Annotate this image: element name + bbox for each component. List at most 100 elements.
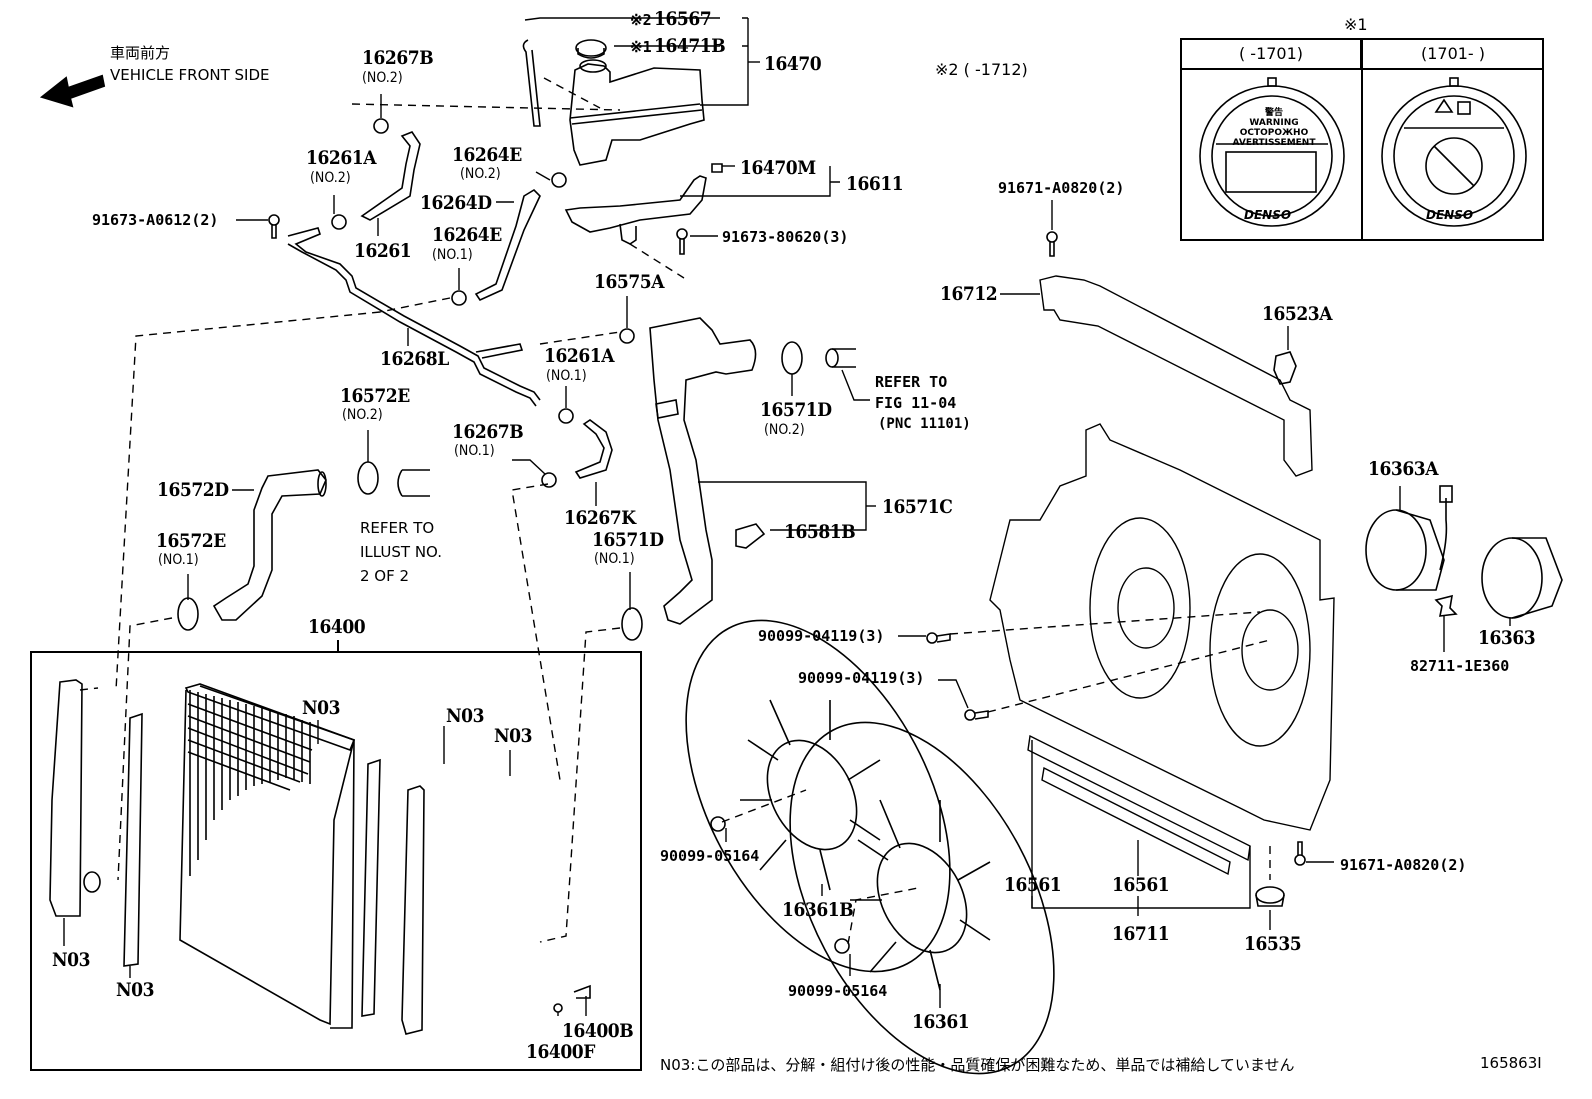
callout-16571D-no2[interactable]: 16571D bbox=[760, 399, 832, 421]
callout-16575A[interactable]: 16575A bbox=[594, 271, 665, 293]
callout-91671-A0820-top[interactable]: 91671-A0820(2) bbox=[998, 179, 1125, 197]
inset-header-after-1701: (1701- ) bbox=[1362, 40, 1544, 70]
direction-label-jp: 車両前方 bbox=[110, 44, 171, 62]
callout-16267B-no1[interactable]: 16267B bbox=[452, 421, 524, 443]
callout-16572E-no2[interactable]: 16572E bbox=[340, 385, 410, 407]
callout-16264E-no1[interactable]: 16264E bbox=[432, 224, 502, 246]
callout-16571C[interactable]: 16571C bbox=[882, 496, 953, 518]
callout-N03-core[interactable]: N03 bbox=[302, 697, 341, 719]
callout-16361[interactable]: 16361 bbox=[912, 1011, 970, 1033]
fan-motor-16363A bbox=[1365, 485, 1453, 591]
callout-90099-04119-b[interactable]: 90099-04119(3) bbox=[798, 669, 925, 687]
callout-16363[interactable]: 16363 bbox=[1478, 627, 1536, 649]
reservoir-bracket-16611 bbox=[564, 175, 707, 245]
qualifier-16571D-no2: (NO.2) bbox=[764, 422, 805, 438]
callout-16567[interactable]: 16567 bbox=[654, 8, 712, 30]
callout-N03-seal-left[interactable]: N03 bbox=[116, 979, 155, 1001]
callout-16572E-no1[interactable]: 16572E bbox=[156, 530, 226, 552]
fan-16361B bbox=[685, 619, 951, 973]
callout-90099-05164-a[interactable]: 90099-05164 bbox=[660, 847, 760, 865]
callout-16361B[interactable]: 16361B bbox=[782, 899, 854, 921]
callout-16471B[interactable]: 16471B bbox=[654, 35, 726, 57]
callout-16267K[interactable]: 16267K bbox=[564, 507, 636, 529]
inset-divider bbox=[1361, 40, 1363, 240]
callout-N03-tank-right[interactable]: N03 bbox=[494, 725, 533, 747]
qualifier-16264E-no1: (NO.1) bbox=[432, 247, 473, 263]
callout-16711[interactable]: 16711 bbox=[1112, 923, 1170, 945]
cap-warning-text-2: WARNING bbox=[1249, 118, 1299, 128]
radiator-cap-illustrations bbox=[1199, 77, 1527, 227]
callout-16572D[interactable]: 16572D bbox=[157, 479, 229, 501]
cap-brand-new: DENSO bbox=[1426, 208, 1474, 222]
mark-1: ※1 bbox=[630, 38, 652, 56]
fan-shroud-16711 bbox=[989, 423, 1335, 876]
fan-motor-16363 bbox=[1481, 537, 1563, 619]
callout-16561-b[interactable]: 16561 bbox=[1112, 874, 1170, 896]
callout-16535[interactable]: 16535 bbox=[1244, 933, 1302, 955]
refer-fig-line-1[interactable]: REFER TO bbox=[875, 373, 948, 391]
inset-title: ※1 bbox=[1344, 15, 1368, 34]
callout-16268L[interactable]: 16268L bbox=[380, 348, 449, 370]
callout-16261A-no2[interactable]: 16261A bbox=[306, 147, 377, 169]
qualifier-16267B-no2: (NO.2) bbox=[362, 70, 403, 86]
vehicle-front-arrow-icon bbox=[39, 74, 106, 108]
cap-warning-text-4: AVERTISSEMENT bbox=[1232, 138, 1316, 148]
callout-16470M[interactable]: 16470M bbox=[740, 157, 816, 179]
clip-82711-1E360 bbox=[1434, 594, 1458, 617]
callout-16581B[interactable]: 16581B bbox=[784, 521, 856, 543]
callout-91673-A0612[interactable]: 91673-A0612(2) bbox=[92, 211, 219, 229]
callout-16261A-no1[interactable]: 16261A bbox=[544, 345, 615, 367]
hose-16571C bbox=[649, 317, 757, 625]
hose-16264D bbox=[474, 188, 541, 302]
refer-illust-line-1[interactable]: REFER TO bbox=[360, 519, 435, 537]
callout-90099-04119-a[interactable]: 90099-04119(3) bbox=[758, 627, 885, 645]
bolts bbox=[268, 163, 1306, 954]
direction-label-en: VEHICLE FRONT SIDE bbox=[110, 66, 270, 84]
callout-16523A[interactable]: 16523A bbox=[1262, 303, 1333, 325]
callout-16264D[interactable]: 16264D bbox=[420, 192, 492, 214]
footnote-ref-2: ※2 ( -1712) bbox=[935, 60, 1028, 79]
refer-illust-line-3[interactable]: 2 OF 2 bbox=[360, 567, 410, 585]
pipe-16268L bbox=[287, 227, 541, 407]
illustration-id: 165863I bbox=[1480, 1054, 1542, 1072]
callout-16561-a[interactable]: 16561 bbox=[1004, 874, 1062, 896]
callout-16267B-no2[interactable]: 16267B bbox=[362, 47, 434, 69]
callout-16712[interactable]: 16712 bbox=[940, 283, 998, 305]
callout-16611[interactable]: 16611 bbox=[846, 173, 904, 195]
callout-16571D-no1[interactable]: 16571D bbox=[592, 529, 664, 551]
qualifier-16264E-no2: (NO.2) bbox=[460, 166, 501, 182]
refer-fig-line-3[interactable]: (PNC 11101) bbox=[878, 416, 971, 432]
qualifier-16572E-no2: (NO.2) bbox=[342, 407, 383, 423]
cap-warning-old-icon bbox=[1199, 77, 1345, 227]
refer-fig-line-2[interactable]: FIG 11-04 bbox=[875, 394, 957, 412]
inset-header-before-1701: ( -1701) bbox=[1182, 40, 1362, 70]
callout-16264E-no2[interactable]: 16264E bbox=[452, 144, 522, 166]
callout-16400F[interactable]: 16400F bbox=[526, 1041, 595, 1063]
hose-16267K bbox=[574, 419, 613, 479]
callout-90099-05164-b[interactable]: 90099-05164 bbox=[788, 982, 888, 1000]
callout-N03-tank-left[interactable]: N03 bbox=[52, 949, 91, 971]
callout-82711-1E360[interactable]: 82711-1E360 bbox=[1410, 657, 1510, 675]
callout-16400[interactable]: 16400 bbox=[308, 616, 366, 638]
qualifier-16267B-no1: (NO.1) bbox=[454, 443, 495, 459]
radiator-cap-variant-table: ( -1701) (1701- ) 警告 bbox=[1180, 38, 1544, 241]
callout-16363A[interactable]: 16363A bbox=[1368, 458, 1439, 480]
fan-16361 bbox=[789, 721, 1055, 1075]
radiator-tanks-and-seals bbox=[49, 679, 591, 1035]
refer-illust-line-2[interactable]: ILLUST NO. bbox=[360, 543, 443, 561]
qualifier-16261A-no2: (NO.2) bbox=[310, 170, 351, 186]
callout-16400B[interactable]: 16400B bbox=[562, 1020, 634, 1042]
cap-brand-old: DENSO bbox=[1244, 208, 1292, 222]
radiator-core bbox=[179, 683, 356, 1029]
callout-91671-A0820-bottom[interactable]: 91671-A0820(2) bbox=[1340, 856, 1467, 874]
cap-warning-text-3: ОСТОРОЖНО bbox=[1239, 128, 1309, 138]
grommets bbox=[1255, 351, 1297, 907]
reservoir-tank-16470 bbox=[522, 39, 705, 166]
dashed-assembly-lines bbox=[79, 77, 1271, 945]
mark-2: ※2 bbox=[630, 11, 652, 29]
callout-16261[interactable]: 16261 bbox=[354, 240, 412, 262]
callout-N03-seal-right[interactable]: N03 bbox=[446, 705, 485, 727]
callout-91673-80620[interactable]: 91673-80620(3) bbox=[722, 228, 849, 246]
callout-16470[interactable]: 16470 bbox=[764, 53, 822, 75]
qualifier-16572E-no1: (NO.1) bbox=[158, 552, 199, 568]
